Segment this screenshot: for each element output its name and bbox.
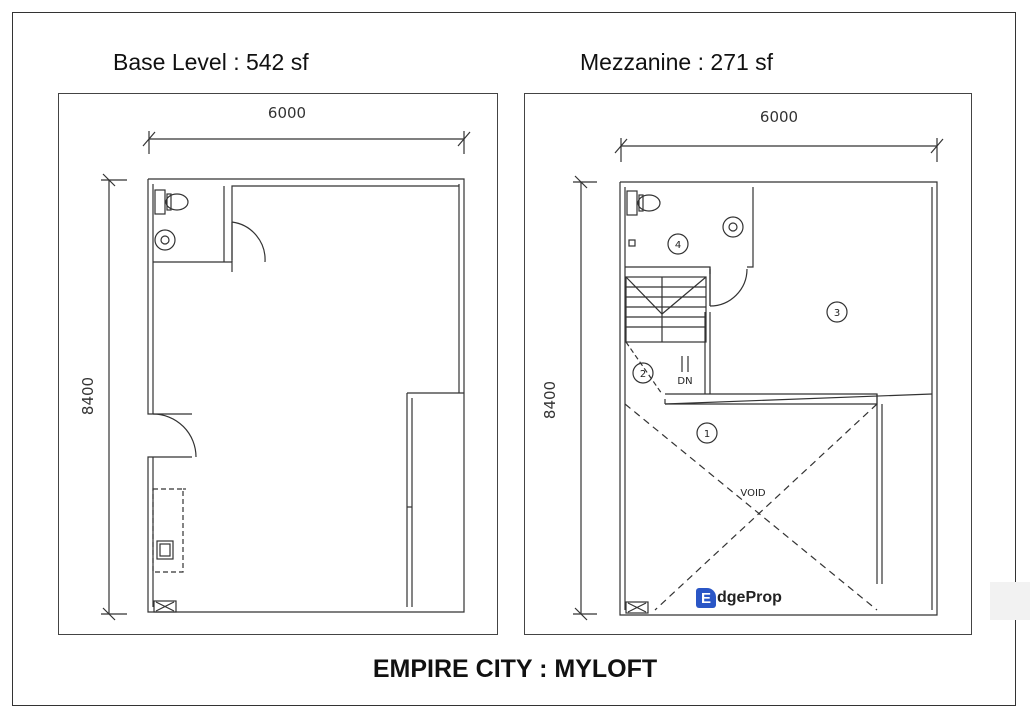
base-width-dimension: 6000 [268, 104, 306, 122]
base-level-heading: Base Level : 542 sf [113, 49, 309, 75]
room-label-3: 3 [834, 308, 840, 319]
edgeprop-logo-text: dgeProp [717, 589, 782, 606]
mezzanine-height-dimension: 8400 [541, 381, 559, 419]
room-label-1: 1 [704, 429, 710, 440]
stair-down-label: DN [677, 376, 692, 387]
base-height-dimension: 8400 [79, 377, 97, 415]
base-level-panel: 6000 8400 [58, 93, 498, 635]
room-label-4: 4 [675, 240, 681, 251]
mezzanine-heading: Mezzanine : 271 sf [580, 49, 774, 75]
room-label-2: 2 [640, 369, 646, 380]
void-label: VOID [740, 488, 765, 499]
outer-frame [12, 12, 1016, 706]
edgeprop-logo: E dgeProp [696, 588, 782, 608]
mezzanine-floorplan: 6000 8400 1 2 3 4 DN VOID [541, 108, 944, 621]
mezzanine-width-dimension: 6000 [760, 108, 798, 126]
footer-title: EMPIRE CITY : MYLOFT [372, 655, 658, 683]
mezzanine-panel: 6000 8400 1 2 3 4 DN VOID [524, 93, 972, 635]
edge-shading [990, 582, 1030, 620]
base-level-floorplan: 6000 8400 [79, 104, 471, 621]
edgeprop-logo-icon: E [696, 588, 716, 608]
